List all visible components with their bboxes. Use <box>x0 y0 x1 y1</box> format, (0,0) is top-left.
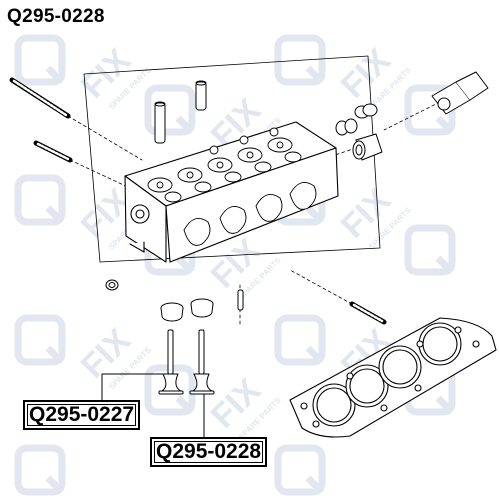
cam-plug-1 <box>354 103 378 119</box>
intake-valve <box>158 329 184 395</box>
valve-seal-right <box>190 298 214 318</box>
head-gasket <box>289 317 497 438</box>
valve-guide-right <box>195 80 207 111</box>
dowel-pin <box>237 289 244 311</box>
page-title: Q295-0228 <box>7 6 105 27</box>
head-bolt-left-upper <box>9 77 71 119</box>
cam-seal <box>352 133 383 161</box>
stud-right-lower <box>349 301 387 325</box>
part-number-label-intake[interactable]: Q295-0227 <box>23 400 141 430</box>
valve-guide-left <box>154 101 166 144</box>
exhaust-valve <box>189 329 215 395</box>
assembly-frame <box>83 55 381 263</box>
core-plug <box>105 279 119 291</box>
valve-seal-left <box>160 302 184 322</box>
temperature-sender <box>431 71 489 115</box>
head-bolt-left-lower <box>33 140 73 163</box>
cylinder-head <box>124 121 339 263</box>
callout-intake <box>101 373 169 401</box>
part-number-label-exhaust[interactable]: Q295-0228 <box>150 437 268 467</box>
cam-plug-2 <box>335 118 358 136</box>
